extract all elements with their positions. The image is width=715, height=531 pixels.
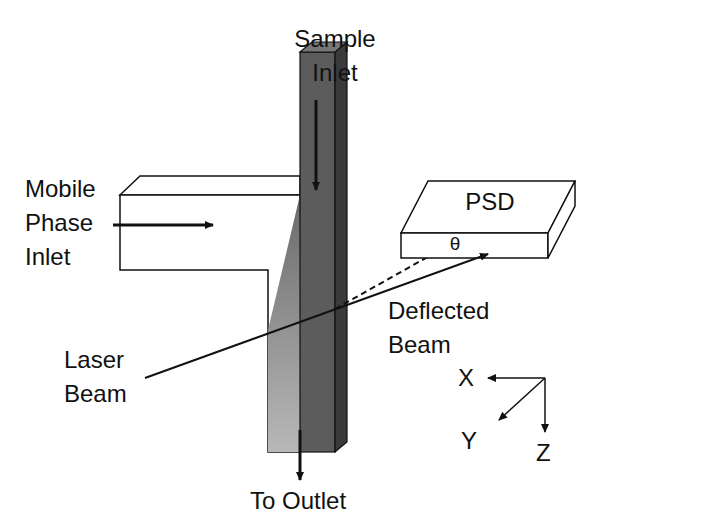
channel-side-face	[335, 42, 347, 452]
z-axis	[544, 378, 546, 432]
inlet-label: Sample Inlet	[285, 22, 385, 90]
psd-side-face	[548, 181, 575, 258]
axis-label: Z	[536, 436, 551, 470]
psd-detector: PSD θ	[400, 180, 576, 259]
axis-label: X	[458, 361, 474, 395]
psd-front-face	[401, 233, 548, 258]
psd-label: PSD	[450, 189, 530, 215]
beam-label: Laser Beam	[64, 343, 142, 411]
y-axis	[499, 378, 545, 420]
sample-plume	[268, 195, 300, 452]
mobile-flow-arrow	[113, 224, 213, 227]
outlet-label: To Outlet	[250, 484, 346, 518]
outlet-flow-arrow	[299, 430, 302, 480]
x-axis	[488, 377, 545, 379]
channel-top-face	[120, 176, 300, 195]
sample-stream	[300, 52, 335, 452]
angle-symbol: θ	[446, 234, 464, 255]
beam-label: Deflected Beam	[388, 294, 513, 362]
sample-flow-arrow	[315, 100, 318, 190]
channel-front-face	[120, 195, 300, 452]
axis-label: Y	[461, 424, 477, 458]
inlet-label: Mobile Phase Inlet	[25, 172, 115, 274]
psd-top-face	[401, 181, 575, 233]
